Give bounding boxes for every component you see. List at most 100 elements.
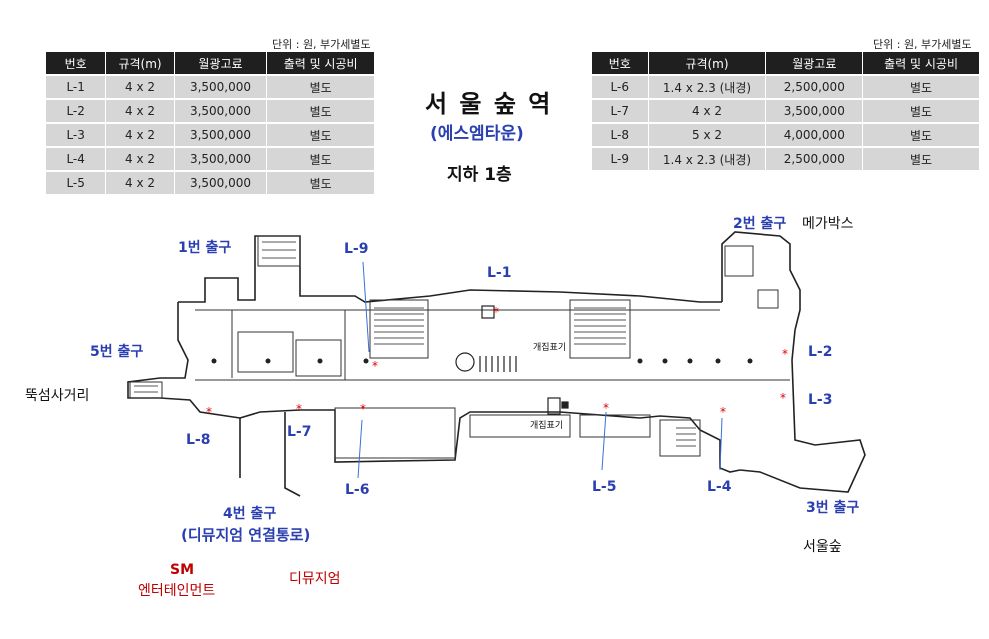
cell-size: 4 x 2 bbox=[648, 98, 767, 123]
cell-number: L-6 bbox=[592, 74, 649, 99]
sm-subtitle: 엔터테인먼트 bbox=[138, 583, 216, 599]
cell-size: 4 x 2 bbox=[105, 122, 175, 147]
gate-area bbox=[455, 305, 569, 415]
station-title: 서 울 숲 역 bbox=[425, 90, 553, 118]
column-dots bbox=[211, 358, 753, 364]
gate-label-upper: 개집표기 bbox=[533, 343, 567, 353]
exit-3-label: 3번 출구 bbox=[806, 500, 860, 516]
ad-label-L2: L-2 bbox=[808, 344, 833, 360]
marker-star: * bbox=[493, 305, 499, 319]
cell-size: 5 x 2 bbox=[648, 122, 767, 147]
cell-number: L-4 bbox=[46, 146, 107, 171]
cell-fee: 3,500,000 bbox=[174, 170, 268, 194]
cell-cost: 별도 bbox=[862, 98, 979, 123]
marker-star: * bbox=[360, 402, 366, 416]
marker-star: * bbox=[603, 401, 609, 415]
floor-label: 지하 1층 bbox=[447, 165, 512, 185]
col-header-monthly-fee: 월광고료 bbox=[765, 52, 864, 75]
sm-label: SM bbox=[170, 562, 195, 578]
ad-label-L7: L-7 bbox=[287, 424, 312, 440]
cell-fee: 4,000,000 bbox=[765, 122, 864, 147]
cell-number: L-9 bbox=[592, 146, 649, 170]
marker-star: * bbox=[206, 405, 212, 419]
cell-size: 4 x 2 bbox=[105, 74, 175, 99]
ad-label-L9: L-9 bbox=[344, 241, 369, 257]
table-header-row: 번호 규격(m) 월광고료 출력 및 시공비 bbox=[46, 52, 374, 75]
cell-size: 4 x 2 bbox=[105, 170, 175, 194]
col-header-number: 번호 bbox=[592, 52, 649, 75]
col-header-size: 규격(m) bbox=[105, 52, 175, 75]
marker-star: * bbox=[782, 347, 788, 361]
inner-walls bbox=[129, 235, 790, 459]
cell-cost: 별도 bbox=[266, 146, 374, 171]
col-header-install-cost: 출력 및 시공비 bbox=[266, 52, 374, 75]
marker-star: * bbox=[372, 359, 378, 373]
cell-cost: 별도 bbox=[266, 122, 374, 147]
cell-size: 1.4 x 2.3 (내경) bbox=[648, 74, 767, 99]
col-header-number: 번호 bbox=[46, 52, 107, 75]
exit-4-label: 4번 출구 bbox=[223, 506, 277, 522]
megabox-label: 메가박스 bbox=[802, 216, 854, 232]
cell-fee: 3,500,000 bbox=[174, 74, 268, 99]
cell-fee: 3,500,000 bbox=[174, 146, 268, 171]
cell-fee: 2,500,000 bbox=[765, 74, 864, 99]
ttukseom-label: 뚝섬사거리 bbox=[25, 388, 90, 404]
cell-size: 4 x 2 bbox=[105, 146, 175, 171]
marker-star: * bbox=[296, 402, 302, 416]
cell-cost: 별도 bbox=[266, 170, 374, 194]
exit-4-subtitle: (디뮤지엄 연결통로) bbox=[181, 526, 311, 544]
cell-number: L-2 bbox=[46, 98, 107, 123]
cell-fee: 2,500,000 bbox=[765, 146, 864, 170]
cell-cost: 별도 bbox=[862, 122, 979, 147]
cell-size: 1.4 x 2.3 (내경) bbox=[648, 146, 767, 170]
cell-cost: 별도 bbox=[862, 146, 979, 170]
ad-markers: * * * * * * * * * bbox=[206, 305, 788, 419]
col-header-size: 규격(m) bbox=[648, 52, 767, 75]
gate-label-lower: 개집표기 bbox=[530, 421, 564, 431]
cell-fee: 3,500,000 bbox=[765, 98, 864, 123]
exit-2-label: 2번 출구 bbox=[733, 216, 787, 232]
pointer-lines bbox=[357, 261, 723, 479]
unit-note-left: 단위 : 원, 부가세별도 bbox=[272, 38, 371, 51]
unit-note-right: 단위 : 원, 부가세별도 bbox=[873, 38, 972, 51]
cell-number: L-5 bbox=[46, 170, 107, 194]
ad-label-L6: L-6 bbox=[345, 482, 370, 498]
col-header-install-cost: 출력 및 시공비 bbox=[862, 52, 979, 75]
cell-number: L-7 bbox=[592, 98, 649, 123]
station-subtitle: (에스엠타운) bbox=[430, 124, 524, 144]
escalators bbox=[134, 241, 696, 447]
exit-5-label: 5번 출구 bbox=[90, 344, 144, 360]
dmuseum-label: 디뮤지엄 bbox=[289, 571, 341, 587]
cell-cost: 별도 bbox=[266, 98, 374, 123]
cell-fee: 3,500,000 bbox=[174, 98, 268, 123]
marker-star: * bbox=[780, 391, 786, 405]
ad-label-L1: L-1 bbox=[487, 265, 512, 281]
cell-number: L-1 bbox=[46, 74, 107, 99]
table-header-row: 번호 규격(m) 월광고료 출력 및 시공비 bbox=[592, 52, 979, 75]
cell-cost: 별도 bbox=[266, 74, 374, 99]
cell-number: L-8 bbox=[592, 122, 649, 147]
marker-star: * bbox=[720, 405, 726, 419]
ad-label-L5: L-5 bbox=[592, 479, 617, 495]
ad-label-L8: L-8 bbox=[186, 432, 211, 448]
ad-label-L3: L-3 bbox=[808, 392, 833, 408]
cell-fee: 3,500,000 bbox=[174, 122, 268, 147]
col-header-monthly-fee: 월광고료 bbox=[174, 52, 268, 75]
exit-1-label: 1번 출구 bbox=[178, 240, 232, 256]
cell-cost: 별도 bbox=[862, 74, 979, 99]
cell-number: L-3 bbox=[46, 122, 107, 147]
ad-label-L4: L-4 bbox=[707, 479, 732, 495]
cell-size: 4 x 2 bbox=[105, 98, 175, 123]
